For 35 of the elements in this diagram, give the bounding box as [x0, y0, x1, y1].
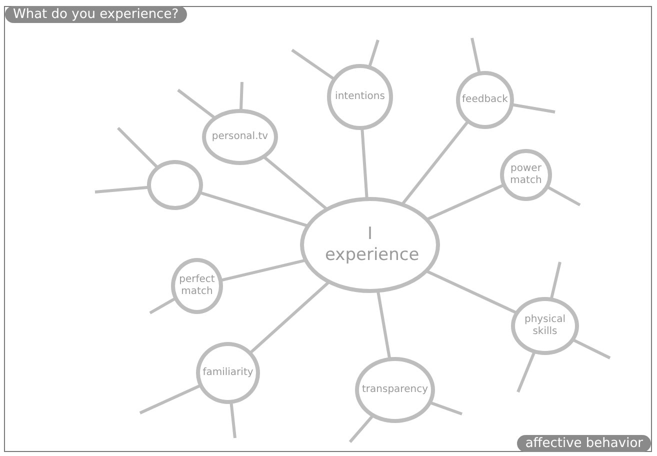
connector-line	[221, 258, 306, 282]
bubble-text: power match	[509, 162, 543, 188]
bubble-text: transparency	[362, 384, 428, 396]
connector-line	[470, 38, 481, 73]
topic-bubble	[500, 149, 552, 201]
topic-bubble	[196, 342, 260, 404]
connector-line	[291, 48, 335, 80]
connector-line	[250, 281, 330, 354]
connector-line	[360, 128, 368, 198]
bubble-text: perfect match	[178, 274, 216, 298]
connector-line	[516, 352, 536, 393]
connector-line	[239, 82, 244, 110]
connector-line	[430, 401, 462, 416]
connector-line	[230, 402, 236, 438]
connector-line	[368, 40, 380, 67]
title-badge: What do you experience?	[5, 6, 187, 23]
connector-line	[376, 291, 392, 359]
bubble-text: personal.tv	[212, 130, 268, 144]
connector-line	[348, 415, 374, 443]
connector-line	[200, 191, 308, 228]
bubble-text: physical skills	[524, 314, 566, 338]
bubble-text: feedback	[462, 94, 508, 106]
label-badge: affective behavior	[517, 435, 651, 452]
connector-line	[263, 156, 328, 210]
connector-line	[512, 103, 556, 114]
connector-line	[116, 126, 158, 168]
connector-line	[177, 88, 216, 119]
bubble-text: familiarity	[202, 366, 254, 380]
connector-line	[149, 297, 176, 314]
connector-line	[139, 384, 201, 414]
connector-line	[94, 186, 148, 194]
connector-line	[547, 186, 581, 206]
bubble-text: intentions	[335, 90, 385, 104]
connector-line	[572, 338, 611, 360]
connector-line	[550, 262, 562, 299]
